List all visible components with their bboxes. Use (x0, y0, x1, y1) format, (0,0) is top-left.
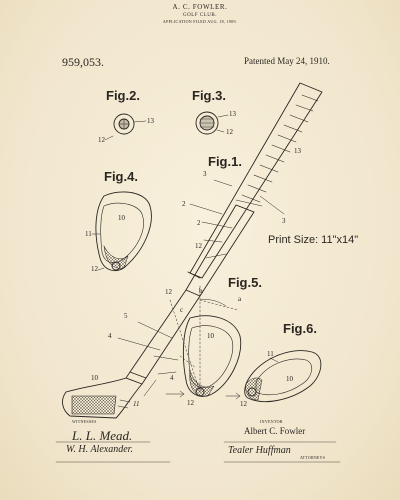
fig1-numeral-3-top: 3 (203, 170, 207, 178)
inventor-label: INVENTOR (260, 419, 283, 424)
fig5-arrow (165, 390, 185, 398)
fig3-numeral-13: 13 (229, 110, 236, 118)
fig2-label: Fig.2. (106, 88, 140, 103)
fig3-ball (195, 111, 229, 135)
fig1-label: Fig.1. (208, 154, 242, 169)
fig1-numeral-4-left: 4 (108, 332, 112, 340)
fig6-numeral-12: 12 (240, 400, 247, 408)
fig1-dimension-lines (117, 179, 285, 397)
print-size-label: Print Size: 11"x14" (268, 234, 359, 246)
fig1-numeral-13: 13 (294, 147, 301, 155)
fig1-numeral-12-lower: 12 (165, 288, 172, 296)
fig2-numeral-12: 12 (98, 136, 105, 144)
fig6-head (225, 350, 322, 403)
fig5-numeral-c: c (180, 306, 184, 314)
witnesses-label: WITNESSES (72, 419, 97, 424)
fig5-numeral-b: b (199, 287, 203, 295)
witness-signature-2: W. H. Alexander. (66, 444, 133, 455)
patented-date: Patented May 24, 1910. (244, 56, 330, 66)
fig5-numeral-12: 12 (187, 399, 194, 407)
fig1-numeral-10: 10 (91, 374, 98, 382)
fig4-head (91, 191, 152, 272)
fig4-numeral-11: 11 (85, 230, 92, 238)
fig3-label: Fig.3. (192, 88, 226, 103)
inventor-signature-lines (223, 441, 341, 463)
fig2-ball (104, 113, 147, 141)
fig1-numeral-4-right: 4 (170, 374, 174, 382)
fig1-numeral-2-bottom: 2 (197, 219, 201, 227)
attorneys-label: ATTORNEYS (300, 455, 326, 460)
witness-signature-lines (55, 441, 171, 463)
fig1-club (62, 82, 323, 419)
inventor-name: Albert C. Fowler (244, 426, 306, 436)
fig1-numeral-11: 11 (133, 400, 140, 408)
fig3-numeral-12: 12 (226, 128, 233, 136)
witness-signature-1: L. L. Mead. (72, 428, 133, 443)
header-title: GOLF CLUB. (183, 13, 217, 18)
fig5-numeral-a: a (238, 295, 242, 303)
fig6-numeral-11: 11 (267, 350, 274, 358)
fig1-numeral-2-top: 2 (182, 200, 186, 208)
fig1-numeral-5: 5 (124, 312, 128, 320)
patent-number: 959,053. (62, 55, 104, 69)
header-inventor-name: A. C. FOWLER. (172, 3, 228, 11)
fig6-numeral-10: 10 (286, 375, 293, 383)
attorney-signature: Tealer Huffman (228, 445, 291, 456)
fig5-numeral-10: 10 (207, 332, 214, 340)
fig5-label: Fig.5. (228, 275, 262, 290)
fig6-label: Fig.6. (283, 321, 317, 336)
fig4-label: Fig.4. (104, 169, 138, 184)
fig5-head (182, 315, 242, 397)
fig2-numeral-13: 13 (147, 117, 154, 125)
fig4-numeral-12: 12 (91, 265, 98, 273)
fig1-numeral-3-bottom: 3 (282, 217, 286, 225)
fig4-numeral-10: 10 (118, 214, 125, 222)
header-filed-date: APPLICATION FILED AUG. 18, 1909. (162, 19, 238, 24)
fig5-construction-lines (169, 285, 239, 393)
fig1-numeral-12-upper: 12 (195, 242, 202, 250)
fig5-arc (199, 299, 227, 307)
